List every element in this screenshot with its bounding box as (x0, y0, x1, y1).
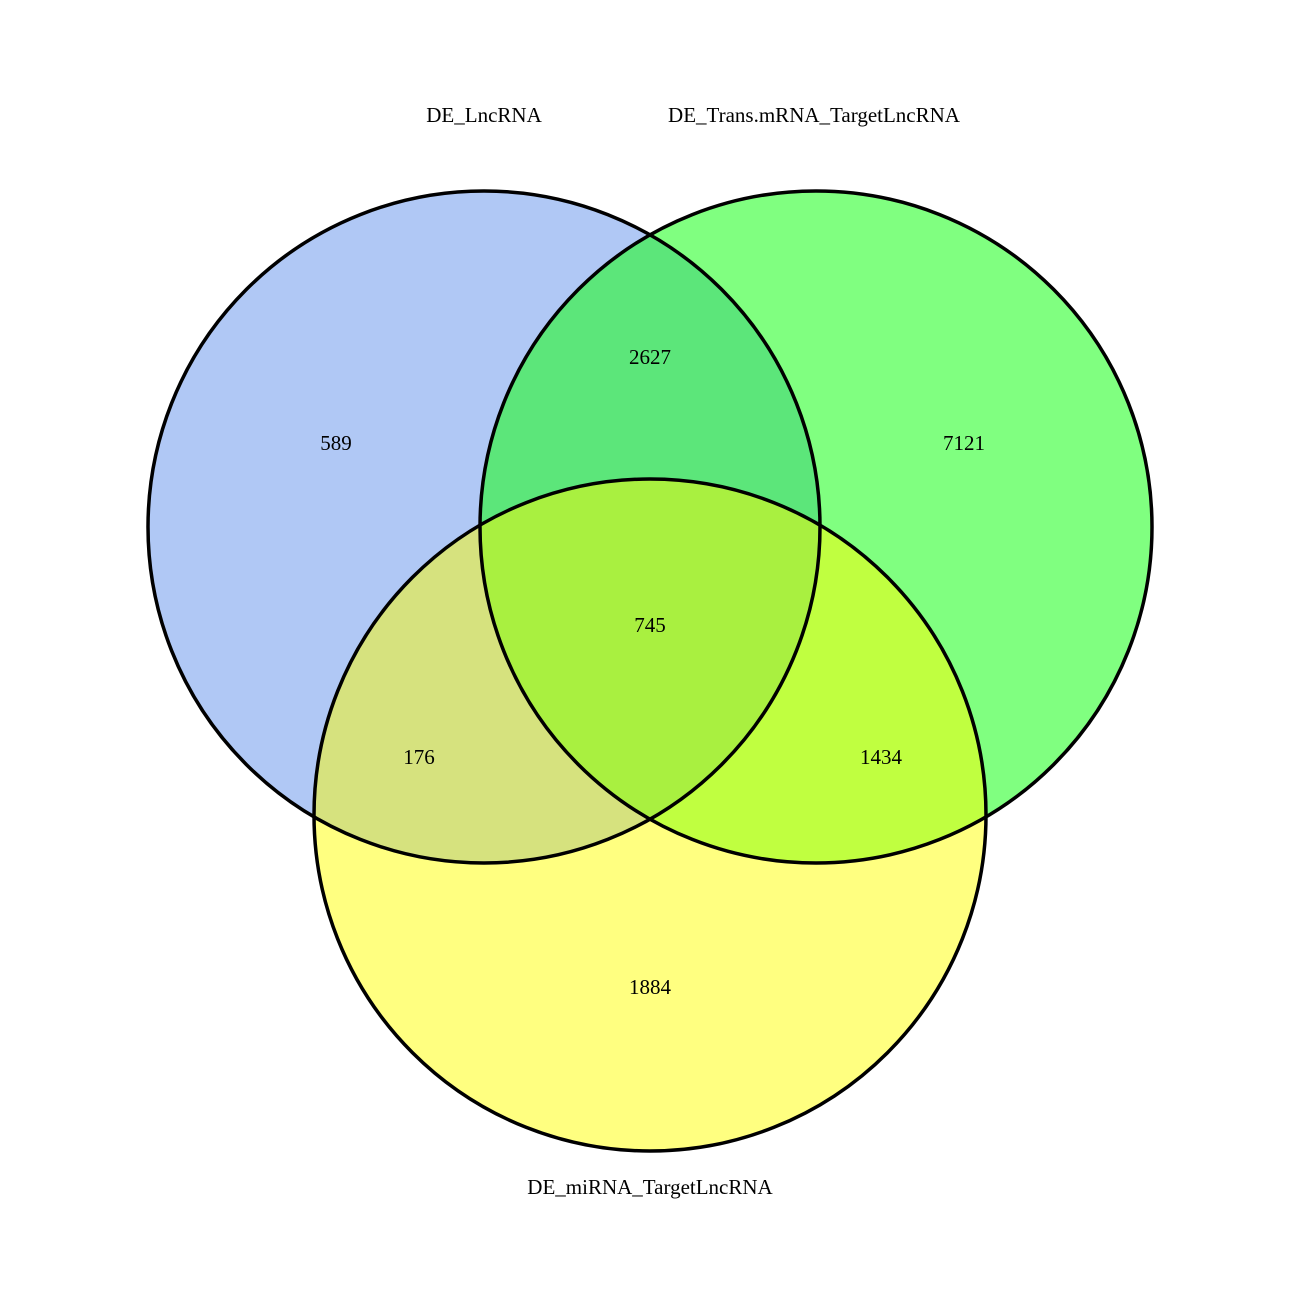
region-count-lnc-only: 589 (320, 431, 352, 455)
region-count-trans-only: 7121 (943, 431, 985, 455)
region-count-mirna-only: 1884 (629, 975, 672, 999)
set-label-de-mirna-targetlncrna: DE_miRNA_TargetLncRNA (527, 1175, 773, 1199)
set-label-de-trans-mrna-targetlncrna: DE_Trans.mRNA_TargetLncRNA (668, 103, 961, 127)
region-count-trans-mirna: 1434 (860, 745, 903, 769)
set-outline-de-mirna-targetlncrna (312, 477, 988, 1153)
region-count-all-three: 745 (634, 613, 666, 637)
region-count-lnc-trans: 2627 (629, 345, 671, 369)
set-label-de-lncrna: DE_LncRNA (426, 103, 542, 127)
region-count-lnc-mirna: 176 (403, 745, 435, 769)
